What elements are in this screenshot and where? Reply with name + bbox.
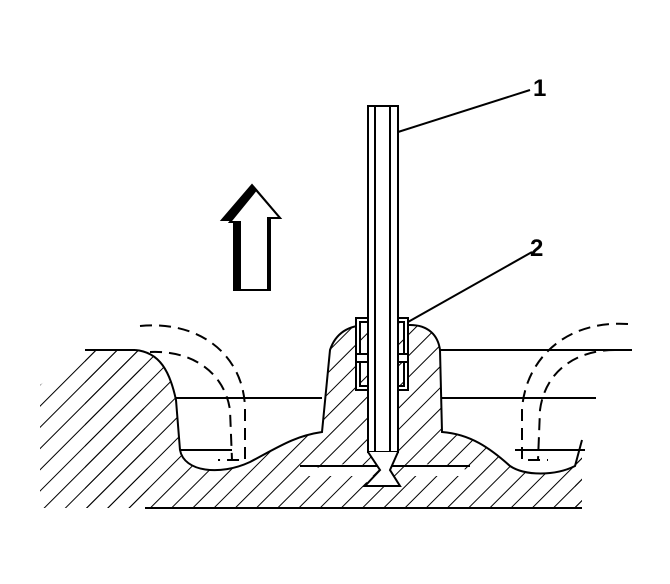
phantom-outline-right <box>521 322 629 461</box>
right-wall-edge <box>575 440 582 508</box>
leader-line-1 <box>397 89 531 133</box>
leader-line-2 <box>407 251 533 323</box>
leader-lines <box>397 89 533 323</box>
arrow-up-icon <box>219 183 283 291</box>
surface-lines <box>85 349 632 509</box>
callout-1: 1 <box>533 75 546 102</box>
phantom-outline-left <box>139 324 246 461</box>
tool-shaft <box>362 105 402 487</box>
callout-2: 2 <box>530 235 543 262</box>
housing-section <box>85 324 583 508</box>
